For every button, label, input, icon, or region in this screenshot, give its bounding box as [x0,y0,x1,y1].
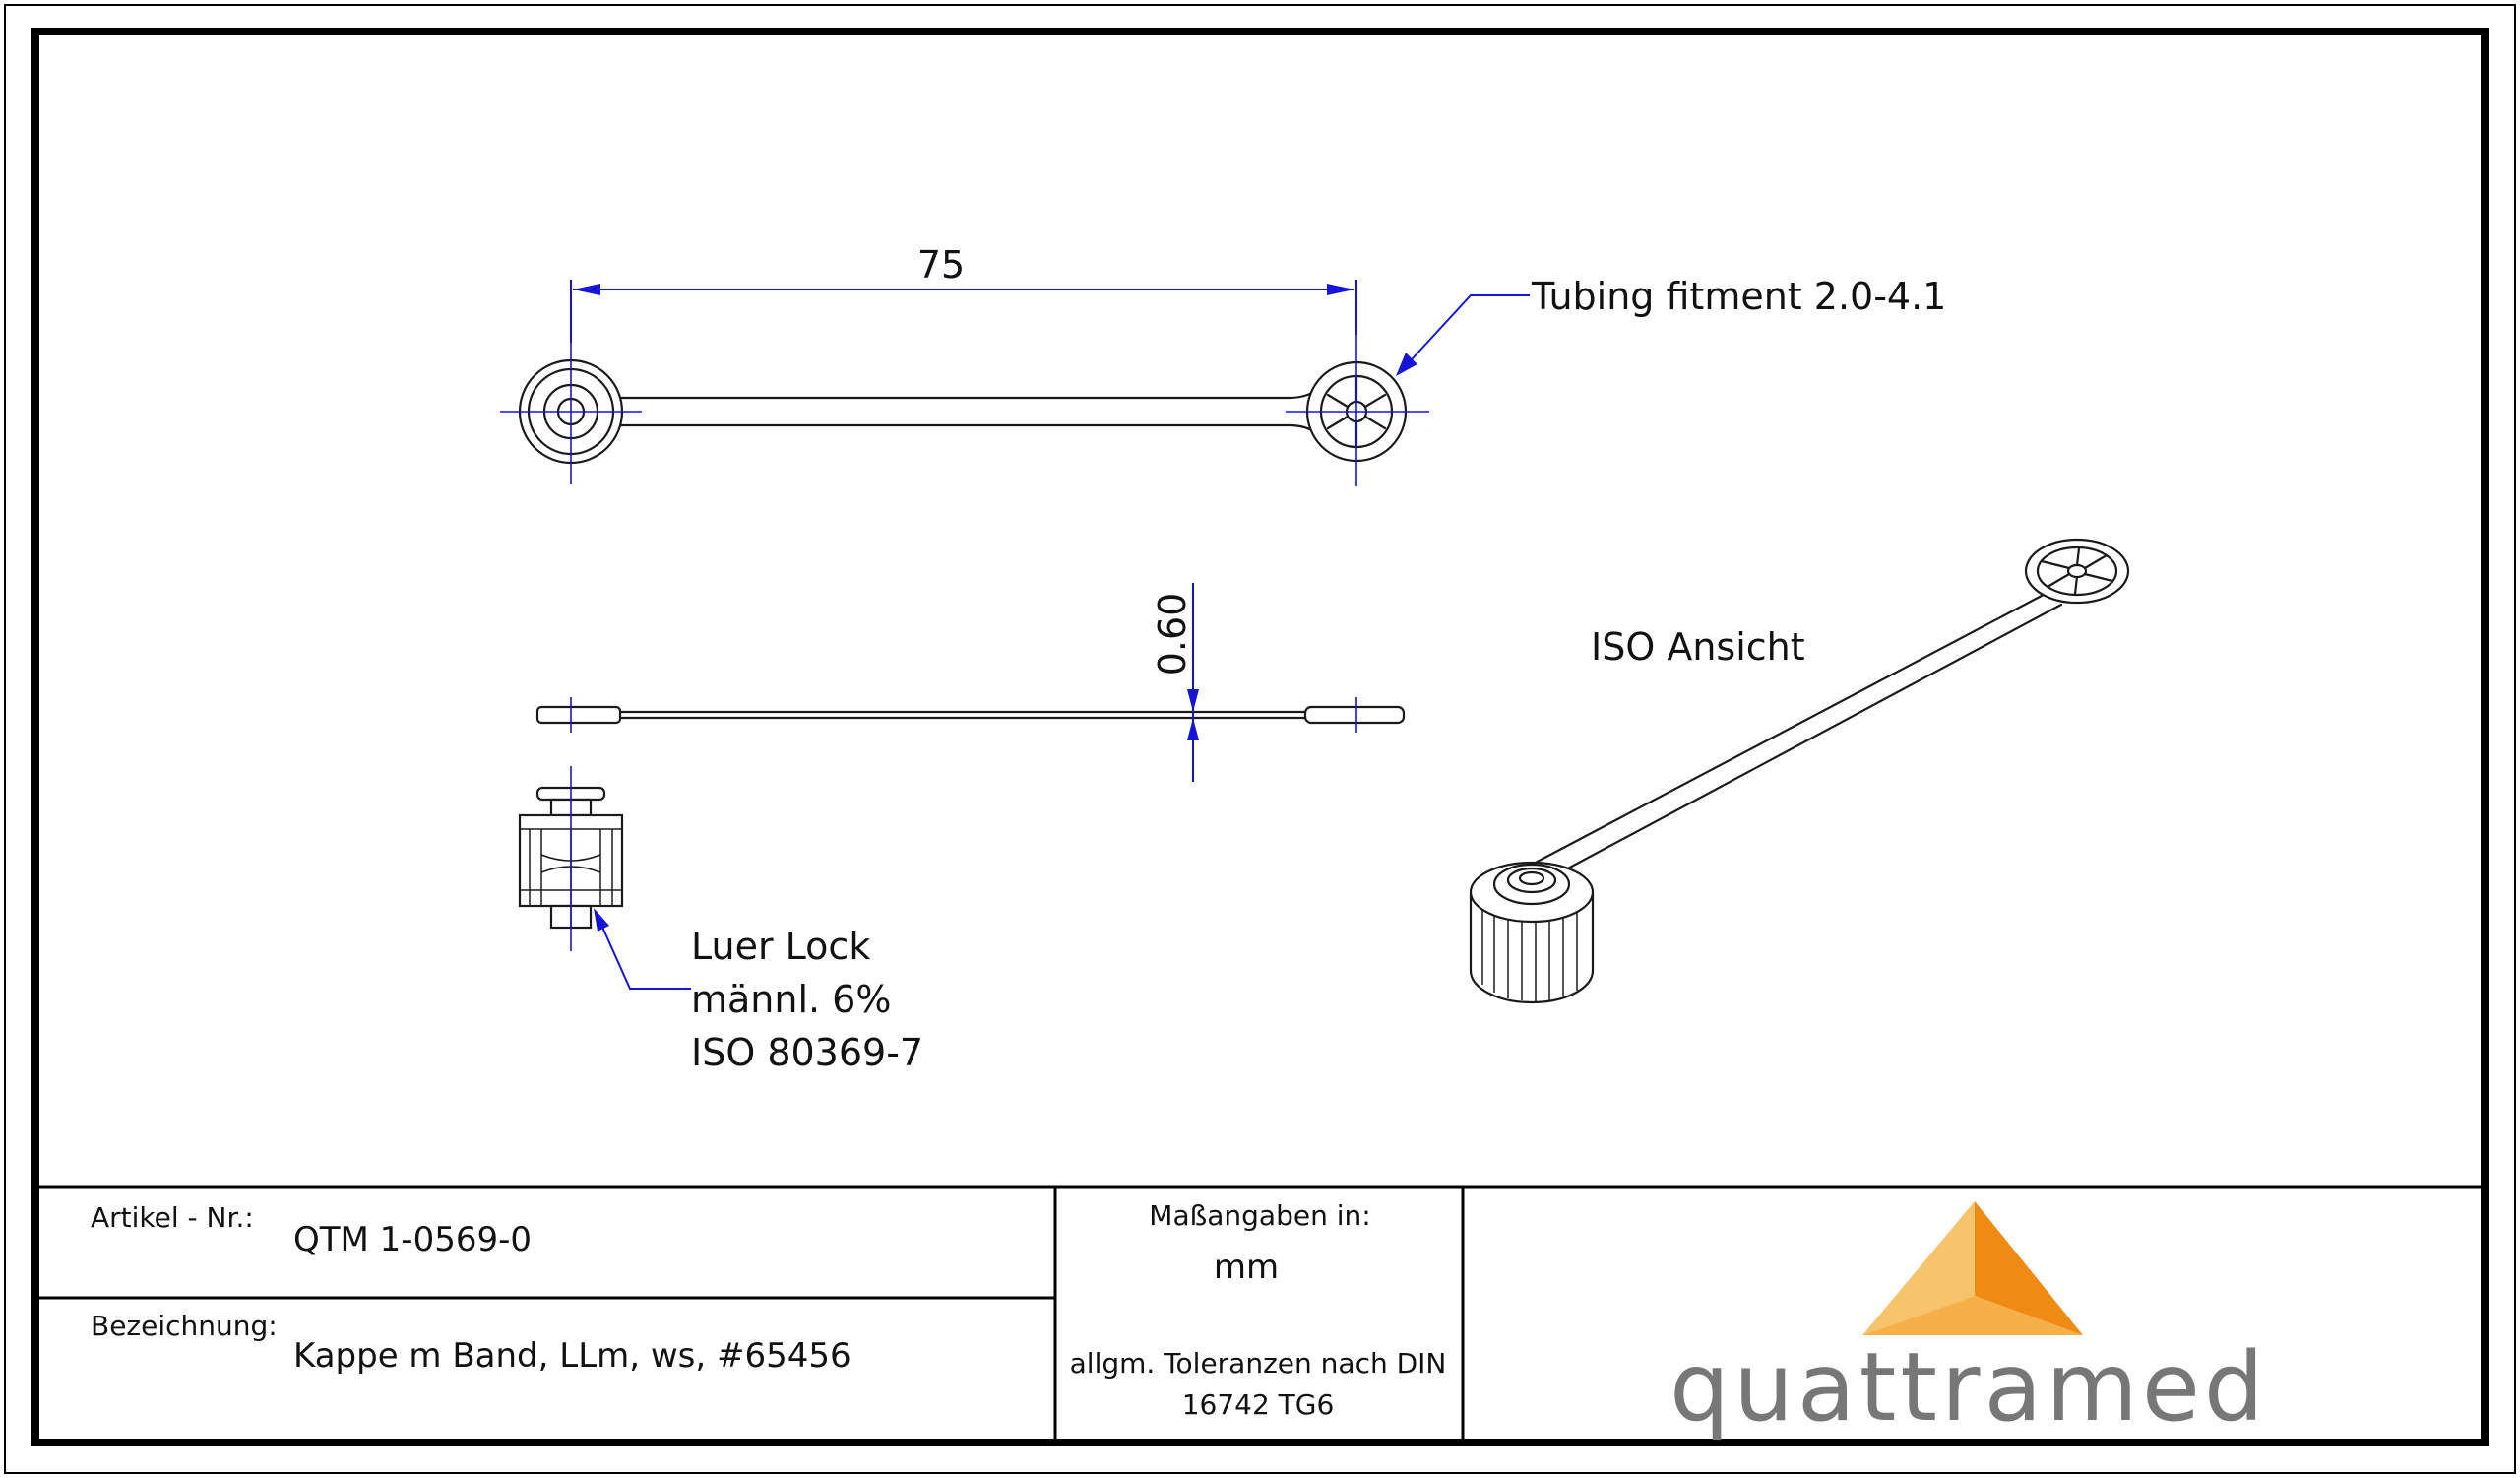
side-view [536,697,1406,733]
iso-view-label: ISO Ansicht [1591,625,1805,669]
article-number-value: QTM 1-0569-0 [293,1220,532,1259]
dimension-length-value: 75 [917,243,965,287]
top-view [500,335,1429,486]
tolerance-line-1: allgm. Toleranzen nach DIN [1070,1347,1447,1380]
dimension-length [570,280,1357,343]
logo-wordmark: quattramed [1670,1332,2268,1443]
luer-label-line3: ISO 80369-7 [691,1031,923,1074]
designation-value: Kappe m Band, LLm, ws, #65456 [293,1336,851,1376]
iso-view [1469,538,2130,1004]
luer-label-line2: männl. 6% [691,978,891,1021]
outer-frame [4,4,2516,1474]
tubing-leader [1396,294,1530,376]
tolerance-line-2: 16742 TG6 [1182,1388,1335,1421]
luer-leader [594,908,691,990]
tubing-fitment-label: Tubing fitment 2.0-4.1 [1531,275,1946,318]
article-number-label: Artikel - Nr.: [91,1201,254,1234]
dimension-thickness [1187,583,1199,782]
designation-label: Bezeichnung: [91,1310,278,1342]
title-block-grid [35,1185,2485,1443]
units-label: Maßangaben in: [1149,1199,1370,1232]
units-value: mm [1214,1248,1279,1287]
dimension-thickness-value: 0.60 [1151,593,1194,676]
quattramed-logo: quattramed [1670,1201,2268,1443]
inner-frame [32,28,2488,1446]
luer-label-line1: Luer Lock [691,925,870,968]
luer-lock-view [518,766,624,951]
